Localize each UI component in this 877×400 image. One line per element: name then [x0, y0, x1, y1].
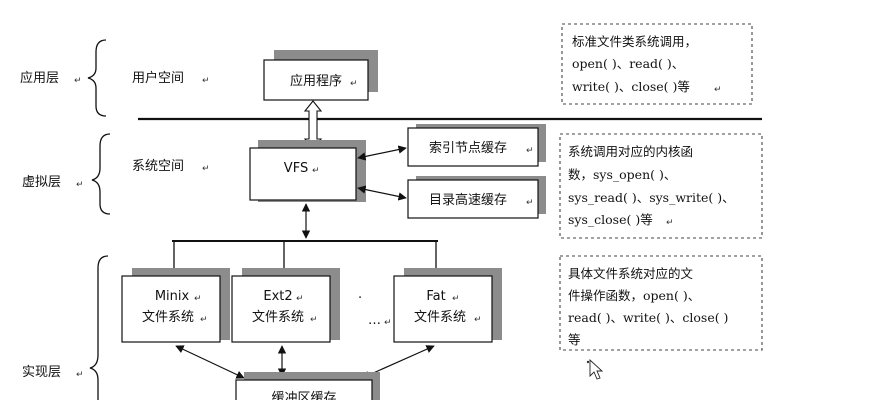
layer-label-app: 应用层 — [20, 70, 59, 86]
fat-label-line2: 文件系统 — [414, 310, 466, 325]
paragraph-mark: ↵ — [202, 76, 210, 86]
kernel-funcs-line4: sys_close( )等 — [568, 212, 653, 227]
paragraph-mark: ↵ — [526, 198, 534, 208]
layer-label-impl: 实现层 — [22, 365, 61, 380]
paragraph-mark: ↵ — [384, 318, 392, 328]
fat-label-line1: Fat — [426, 289, 445, 304]
std-calls-line2: open( )、read( )、 — [572, 56, 684, 71]
paragraph-mark: ↵ — [666, 218, 674, 228]
paragraph-mark: ↵ — [194, 294, 202, 304]
paragraph-mark: ↵ — [312, 166, 320, 176]
paragraph-mark: ↵ — [526, 146, 534, 156]
ext2-label-line2: 文件系统 — [252, 310, 304, 325]
paragraph-mark: ↵ — [452, 294, 460, 304]
kernel-funcs-line1: 系统调用对应的内核函 — [568, 144, 693, 159]
paragraph-mark: ↵ — [200, 315, 208, 325]
kernel-funcs-line2: 数，sys_open( )、 — [568, 167, 676, 182]
cursor-dot-icon — [586, 360, 590, 364]
ellipsis-dot: · — [358, 291, 362, 306]
paragraph-mark: ↵ — [202, 164, 210, 174]
fs-ops-note-box — [559, 255, 763, 351]
impl-layer-brace — [89, 255, 109, 400]
minix-label-line1: Minix — [155, 289, 190, 304]
fs-ops-line4: 等 — [568, 332, 581, 347]
app-program-box — [263, 59, 369, 101]
mouse-cursor-icon — [589, 358, 604, 380]
dir-cache-box — [407, 179, 539, 219]
minix-buffer-arrow — [175, 345, 245, 379]
std-calls-line1: 标准文件类系统调用， — [572, 34, 697, 49]
fs-ops-line1: 具体文件系统对应的文 — [568, 266, 694, 281]
vfs-inode-cache-arrow — [357, 145, 407, 161]
buffer-cache-label: 缓冲区缓存 — [271, 391, 336, 400]
vfs-label: VFS — [284, 161, 308, 176]
system-space-label: 系统空间 — [132, 159, 184, 174]
dir-cache-label: 目录高速缓存 — [429, 192, 507, 208]
vfs-dir-cache-arrow — [357, 185, 407, 201]
inode-cache-label: 索引节点缓存 — [429, 141, 507, 156]
vfs-box — [249, 147, 357, 201]
paragraph-mark: ↵ — [76, 370, 84, 380]
inode-cache-box — [407, 127, 539, 167]
paragraph-mark: ↵ — [296, 294, 304, 304]
paragraph-mark: ↵ — [714, 85, 722, 95]
ext2-box — [231, 275, 331, 343]
paragraph-mark: ↵ — [474, 315, 482, 325]
ext2-label-line1: Ext2 — [263, 289, 292, 304]
paragraph-mark: ↵ — [74, 76, 82, 86]
buffer-cache-box — [235, 379, 373, 400]
std-calls-note-box — [561, 23, 753, 105]
virtual-layer-brace — [91, 133, 111, 215]
fat-box — [393, 275, 493, 343]
minix-label-line2: 文件系统 — [142, 310, 194, 325]
kernel-funcs-note-box — [559, 133, 763, 239]
minix-box — [121, 275, 221, 343]
ellipsis-dots: … — [368, 313, 381, 328]
fs-ops-line3: read( )、write( )、close( ) — [568, 310, 728, 325]
kernel-funcs-line3: sys_read( )、sys_write( )、 — [568, 190, 735, 205]
user-space-label: 用户空间 — [132, 70, 184, 86]
app-program-label: 应用程序 — [290, 73, 342, 89]
paragraph-mark: ↵ — [76, 180, 84, 190]
fs-ops-line2: 件操作函数，open( )、 — [568, 288, 700, 303]
app-layer-brace — [87, 39, 107, 117]
layer-label-virtual: 虚拟层 — [22, 175, 61, 190]
paragraph-mark: ↵ — [350, 79, 358, 89]
std-calls-line3: write( )、close( )等 — [572, 79, 690, 94]
paragraph-mark: ↵ — [310, 315, 318, 325]
